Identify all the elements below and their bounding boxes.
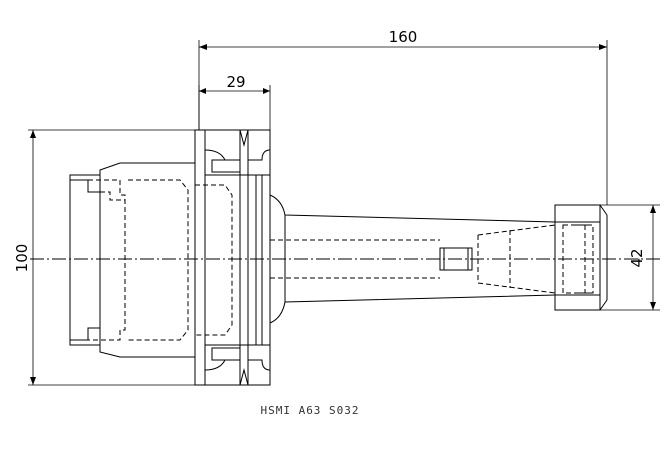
- collet-nut: [554, 204, 608, 311]
- shank: [269, 194, 556, 324]
- overall-length-label: 160: [389, 28, 418, 46]
- flange-width-label: 29: [226, 73, 245, 91]
- flange: [194, 129, 271, 386]
- drawing-caption: HSMI A63 S032: [260, 404, 359, 417]
- dimension-body-diameter: 100: [13, 129, 205, 386]
- dimension-flange-width: 29: [198, 73, 271, 132]
- dimension-overall-length: 160: [198, 28, 608, 205]
- tool-holder-body: [69, 162, 196, 358]
- nut-diameter-label: 42: [628, 248, 646, 267]
- dimension-nut-diameter: 42: [600, 204, 660, 311]
- body-diameter-label: 100: [13, 244, 31, 273]
